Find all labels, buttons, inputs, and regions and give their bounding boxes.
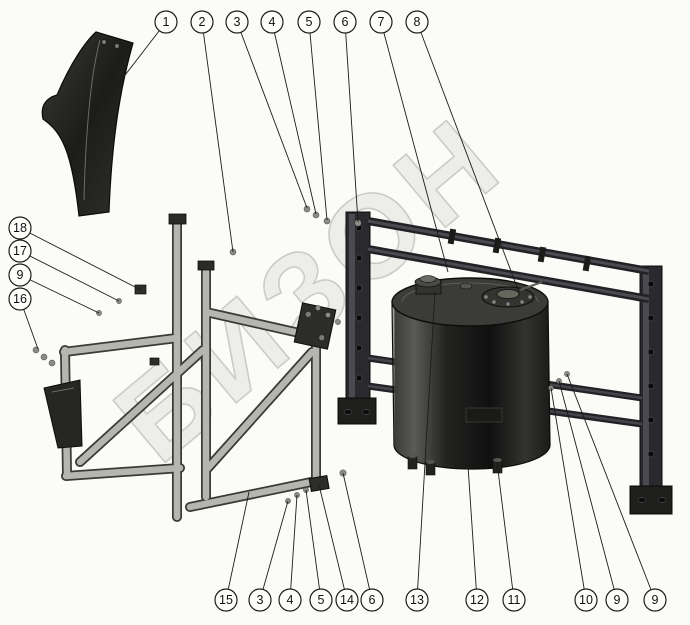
- callout-9-left-label: 9: [17, 268, 24, 282]
- callout-9-left: 9: [8, 263, 32, 287]
- callout-16-label: 16: [13, 292, 27, 306]
- callout-2-label: 2: [199, 15, 206, 29]
- callout-5-bottom: 5: [309, 588, 333, 612]
- callout-7-label: 7: [378, 15, 385, 29]
- callout-16: 16: [8, 287, 32, 311]
- callout-5-top-label: 5: [306, 15, 313, 29]
- callout-4-bottom-label: 4: [287, 593, 294, 607]
- callout-12: 12: [465, 588, 489, 612]
- top-rails: [367, 217, 650, 303]
- callout-6-bottom: 6: [360, 588, 384, 612]
- callout-14-label: 14: [340, 593, 354, 607]
- callout-17-label: 17: [13, 244, 27, 258]
- callout-18-label: 18: [13, 221, 27, 235]
- callout-6-top: 6: [333, 10, 357, 34]
- callout-15: 15: [214, 588, 238, 612]
- callout-9-bottom-b-label: 9: [652, 593, 659, 607]
- callout-9-bottom-a: 9: [605, 588, 629, 612]
- bottom-clamp-plate: [308, 474, 330, 493]
- callout-6-bottom-label: 6: [369, 593, 376, 607]
- callout-18: 18: [8, 216, 32, 240]
- tank-bracket-left: [337, 211, 377, 425]
- callout-3-bottom-label: 3: [257, 593, 264, 607]
- callout-14: 14: [335, 588, 359, 612]
- callout-5-top: 5: [297, 10, 321, 34]
- callout-11: 11: [502, 588, 526, 612]
- callout-7: 7: [369, 10, 393, 34]
- callout-4-bottom: 4: [278, 588, 302, 612]
- callout-3-top-label: 3: [234, 15, 241, 29]
- callout-1: 1: [154, 10, 178, 34]
- callout-13: 13: [405, 588, 429, 612]
- callout-2: 2: [190, 10, 214, 34]
- callout-12-label: 12: [470, 593, 484, 607]
- callout-9-bottom-b: 9: [643, 588, 667, 612]
- callout-3-bottom: 3: [248, 588, 272, 612]
- callout-8-label: 8: [414, 15, 421, 29]
- leader-lines: [19, 21, 656, 601]
- callout-1-label: 1: [163, 15, 170, 29]
- callout-4-top: 4: [260, 10, 284, 34]
- callout-15-label: 15: [219, 593, 233, 607]
- callout-5-bottom-label: 5: [318, 593, 325, 607]
- callout-3-top: 3: [225, 10, 249, 34]
- tank-bracket-right: [629, 265, 673, 515]
- frame-part: [43, 213, 337, 522]
- tank-part: [391, 275, 551, 476]
- callout-6-top-label: 6: [342, 15, 349, 29]
- callout-13-label: 13: [410, 593, 424, 607]
- callout-17: 17: [8, 239, 32, 263]
- callout-8: 8: [405, 10, 429, 34]
- callout-4-top-label: 4: [269, 15, 276, 29]
- callout-10-label: 10: [579, 593, 593, 607]
- callout-11-label: 11: [508, 593, 521, 607]
- callout-9-bottom-a-label: 9: [614, 593, 621, 607]
- fender-part: [41, 31, 134, 217]
- callout-10: 10: [574, 588, 598, 612]
